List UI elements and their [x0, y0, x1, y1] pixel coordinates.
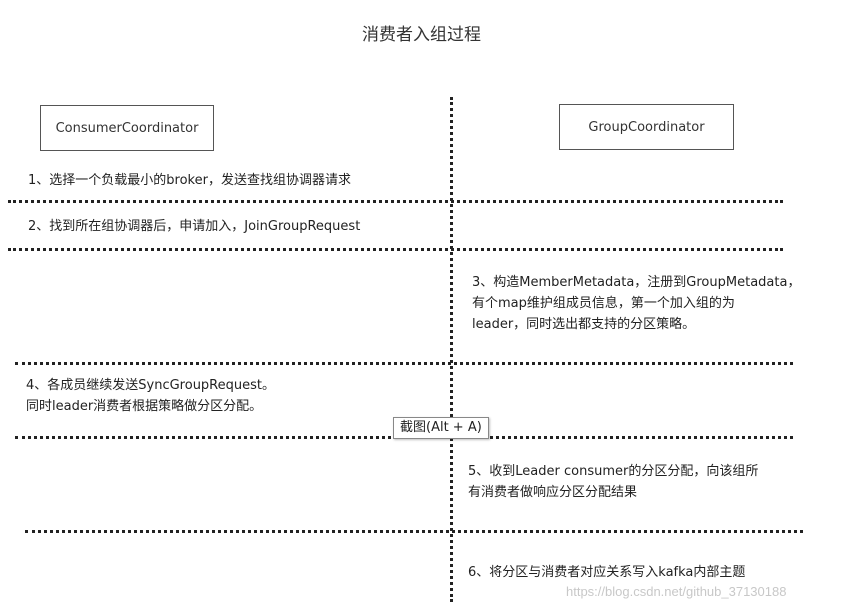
- step-3-line-2: 有个map维护组成员信息，第一个加入组的为: [472, 296, 735, 311]
- diagram-title: 消费者入组过程: [362, 25, 481, 45]
- consumer-coordinator-box: ConsumerCoordinator: [40, 105, 214, 151]
- separator-1: [8, 200, 783, 203]
- step-3-line-1: 3、构造MemberMetadata，注册到GroupMetadata，: [472, 275, 801, 290]
- step-4-line-1: 4、各成员继续发送SyncGroupRequest。: [26, 378, 275, 393]
- step-3-line-3: leader，同时选出都支持的分区策略。: [472, 317, 696, 332]
- vertical-separator: [450, 97, 453, 602]
- separator-2: [8, 248, 783, 251]
- separator-5: [25, 530, 803, 533]
- step-5-line-1: 5、收到Leader consumer的分区分配，向该组所: [468, 464, 759, 479]
- watermark: https://blog.csdn.net/github_37130188: [566, 584, 787, 599]
- step-5-line-2: 有消费者做响应分区分配结果: [468, 485, 638, 500]
- screenshot-tooltip: 截图(Alt + A): [393, 417, 489, 439]
- step-3-block: 3、构造MemberMetadata，注册到GroupMetadata， 有个m…: [472, 272, 800, 335]
- step-6-text: 6、将分区与消费者对应关系写入kafka内部主题: [468, 565, 746, 580]
- step-1-text: 1、选择一个负载最小的broker，发送查找组协调器请求: [28, 173, 351, 188]
- step-2-text: 2、找到所在组协调器后，申请加入，JoinGroupRequest: [28, 219, 361, 234]
- separator-3: [15, 362, 793, 365]
- step-5-block: 5、收到Leader consumer的分区分配，向该组所 有消费者做响应分区分…: [468, 461, 758, 503]
- step-4-line-2: 同时leader消费者根据策略做分区分配。: [26, 399, 263, 414]
- group-coordinator-box: GroupCoordinator: [559, 104, 734, 150]
- step-4-block: 4、各成员继续发送SyncGroupRequest。 同时leader消费者根据…: [26, 375, 275, 417]
